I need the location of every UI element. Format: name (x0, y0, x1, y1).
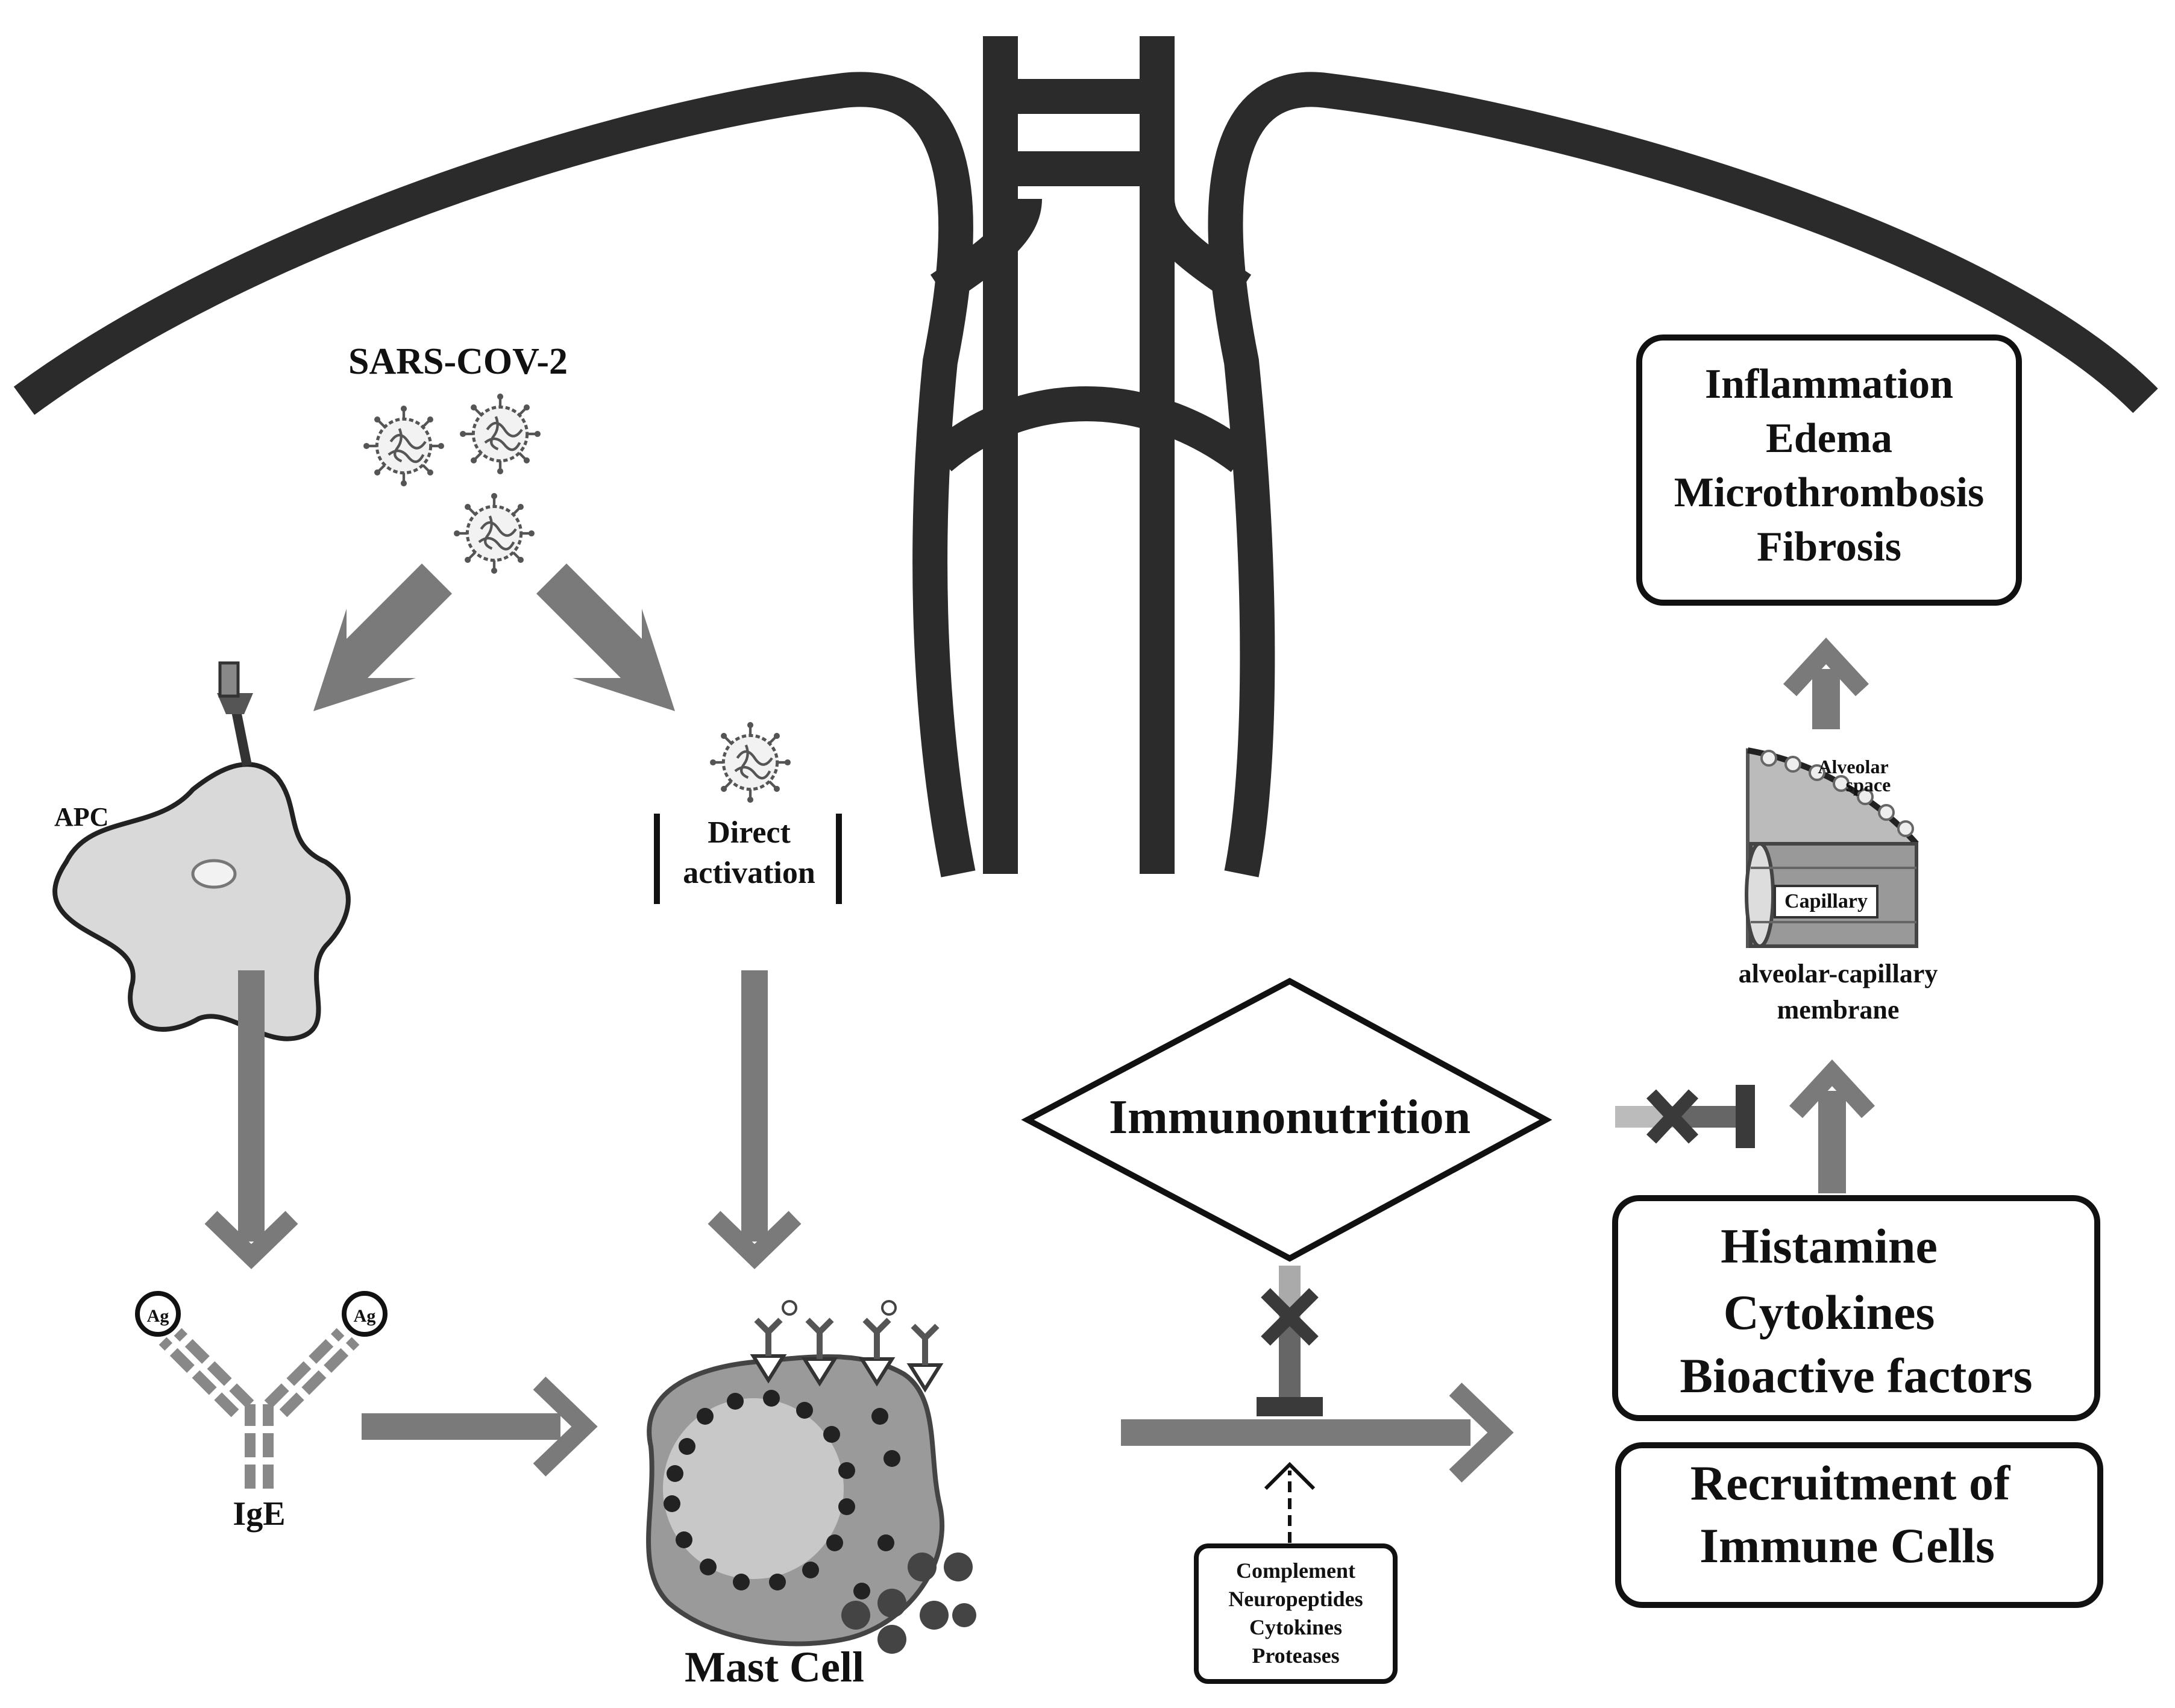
immunonutrition-label: Immunonutrition (1109, 1091, 1470, 1144)
mast-cell (646, 1300, 976, 1654)
outcome-item: Edema (1766, 415, 1892, 462)
mediators-box (1612, 1195, 2100, 1421)
alveolar-space-label: Alveolar (1818, 756, 1888, 777)
triggers-item: Cytokines (1249, 1615, 1342, 1639)
mediator-item: Cytokines (1724, 1285, 1935, 1340)
ige-antibody (158, 1328, 360, 1489)
antigen-icon (135, 1291, 181, 1337)
immunonutrition-diamond (1021, 978, 1552, 1262)
arrow-virus-to-direct (536, 564, 675, 711)
arrow-ige-to-mast (362, 1377, 598, 1477)
direct-activation-label: Direct (708, 815, 791, 850)
arrow-membrane-to-outcomes (1783, 637, 1869, 729)
arrow-mast-to-mediators (1121, 1383, 1514, 1483)
virus-icon (454, 493, 535, 574)
antigen-label: Ag (147, 1306, 169, 1326)
virus-icon (460, 394, 541, 474)
arrow-virus-to-apc (313, 564, 452, 711)
virus-icon (363, 406, 444, 486)
outcome-item: Inflammation (1705, 361, 1953, 407)
triggers-item: Neuropeptides (1228, 1587, 1363, 1611)
alveolar-capillary-illustration (1745, 747, 1919, 948)
arrow-apc-to-ige (204, 970, 298, 1269)
antigen-label: Ag (354, 1306, 376, 1326)
arrow-direct-to-mast (708, 970, 802, 1269)
triggers-box (1194, 1543, 1398, 1684)
recruitment-item: Immune Cells (1700, 1518, 1995, 1573)
virus-label: SARS-COV-2 (348, 341, 568, 382)
outcome-item: Fibrosis (1757, 524, 1901, 570)
triggers-item: Proteases (1252, 1644, 1339, 1668)
outcomes-box (1636, 334, 2022, 606)
recruitment-item: Recruitment of (1690, 1455, 2011, 1510)
mediator-item: Histamine (1721, 1219, 1938, 1273)
capillary-label: Capillary (1784, 890, 1868, 912)
antigen-icon (342, 1291, 388, 1337)
airway-illustration (13, 36, 2158, 878)
inhibition-horizontal (1615, 1085, 1755, 1148)
mediator-item: Bioactive factors (1680, 1348, 2032, 1403)
alveolar-space-label: space (1846, 774, 1891, 796)
inhibition-vertical (1257, 1266, 1323, 1416)
ige-label: IgE (233, 1495, 285, 1533)
apc-label: APC (54, 802, 108, 832)
virus-icon (710, 722, 791, 803)
mast-cell-label: Mast Cell (685, 1643, 864, 1691)
membrane-label: alveolar-capillary (1739, 959, 1938, 988)
outcome-item: Microthrombosis (1674, 469, 1985, 516)
direct-activation-label: activation (683, 856, 815, 890)
apc-cell (52, 661, 351, 1041)
arrow-mediators-to-membrane (1789, 1059, 1875, 1193)
recruitment-box (1615, 1442, 2103, 1608)
arrow-triggers-dashed (1264, 1462, 1316, 1543)
triggers-item: Complement (1236, 1559, 1355, 1583)
membrane-label: membrane (1777, 995, 1900, 1025)
